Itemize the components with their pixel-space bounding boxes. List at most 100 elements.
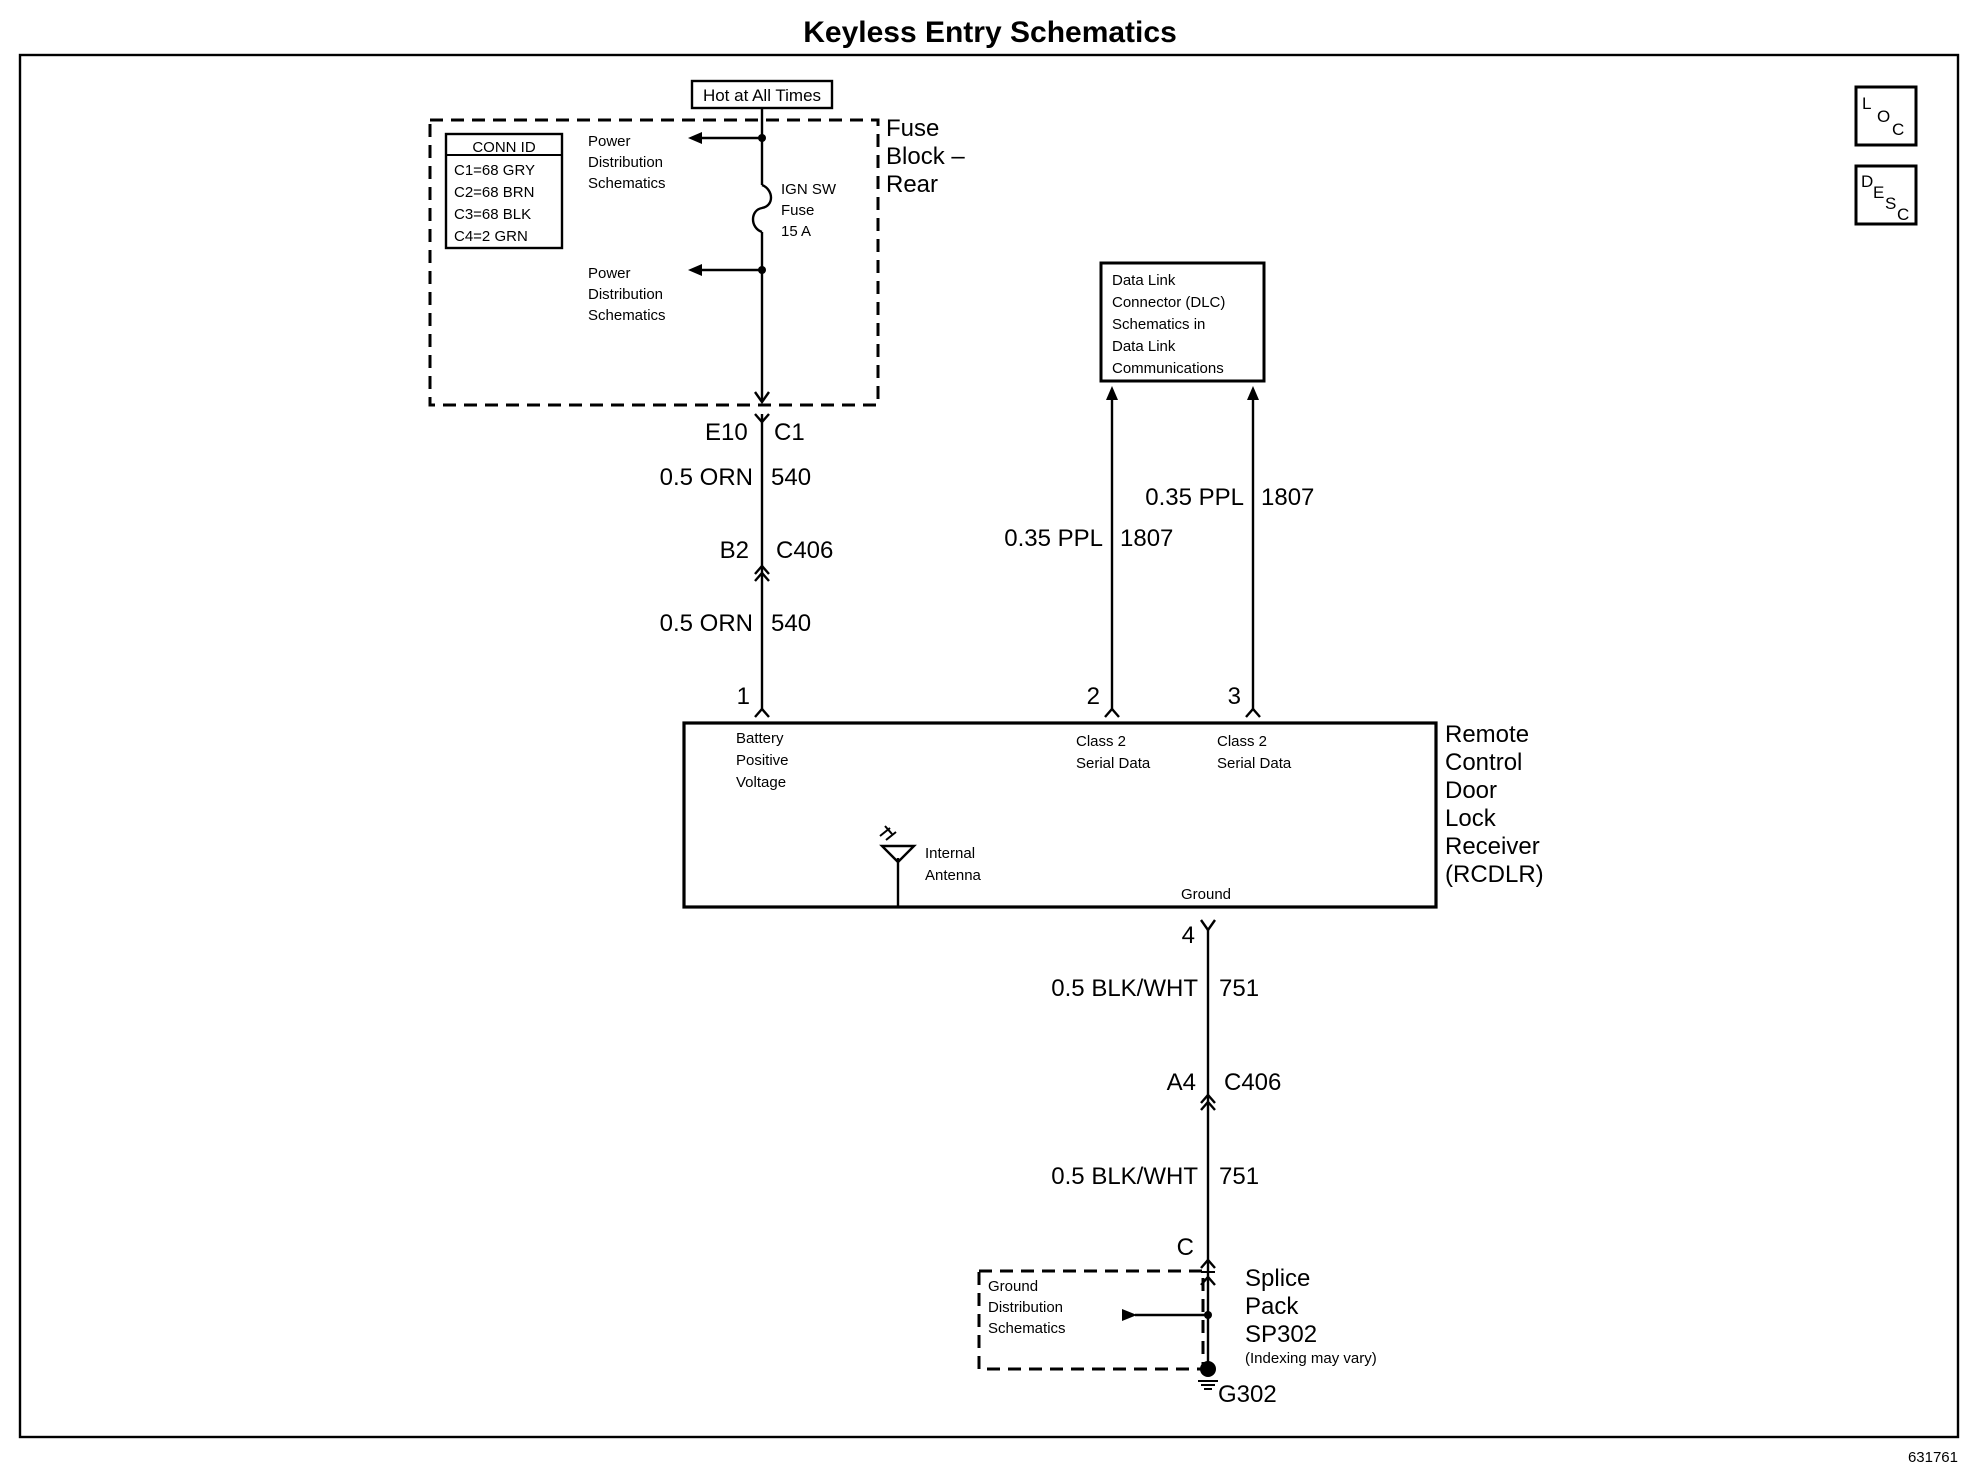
pin-3-number: 3 (1228, 683, 1241, 710)
svg-text:C406: C406 (1224, 1069, 1281, 1096)
svg-text:C1=68 GRY: C1=68 GRY (454, 162, 535, 179)
svg-text:E10: E10 (705, 419, 748, 446)
svg-text:CONN ID: CONN ID (472, 139, 536, 156)
svg-text:Positive: Positive (736, 752, 789, 769)
hot-at-all-times-label: Hot at All Times (690, 79, 834, 110)
svg-text:Communications: Communications (1112, 360, 1224, 377)
svg-text:751: 751 (1219, 975, 1259, 1002)
wire-label-540-lower: 0.5 ORN 540 (660, 610, 811, 637)
svg-text:0.5 ORN: 0.5 ORN (660, 464, 753, 491)
fuse-symbol (751, 183, 773, 234)
pin-3-connector (1245, 707, 1261, 718)
svg-text:Power: Power (588, 133, 631, 150)
svg-text:Schematics: Schematics (588, 307, 666, 324)
loc-icon[interactable]: L O C (1854, 85, 1918, 147)
pin-2-connector (1104, 707, 1120, 718)
power-distribution-ref-2[interactable]: Power Distribution Schematics (588, 265, 666, 324)
pin-4-number: 4 (1182, 922, 1195, 949)
svg-text:Block –: Block – (886, 143, 965, 170)
antenna-icon (879, 825, 917, 907)
dlc-schematics-ref[interactable]: Data Link Connector (DLC) Schematics in … (1099, 261, 1266, 383)
svg-text:C: C (1892, 120, 1904, 139)
ground-symbol-icon (1198, 1361, 1218, 1390)
svg-text:Fuse: Fuse (886, 115, 939, 142)
svg-text:C3=68 BLK: C3=68 BLK (454, 206, 531, 223)
svg-text:Power: Power (588, 265, 631, 282)
svg-text:C: C (1897, 205, 1909, 224)
arrow-to-dlc-a (1106, 386, 1118, 400)
svg-text:Fuse: Fuse (781, 202, 814, 219)
svg-text:D: D (1861, 172, 1873, 191)
svg-text:Lock: Lock (1445, 805, 1497, 832)
svg-text:Control: Control (1445, 749, 1522, 776)
svg-text:O: O (1877, 107, 1890, 126)
svg-text:Schematics: Schematics (588, 175, 666, 192)
svg-text:Schematics: Schematics (988, 1320, 1066, 1337)
svg-text:0.35 PPL: 0.35 PPL (1145, 484, 1244, 511)
svg-text:Serial Data: Serial Data (1217, 755, 1292, 772)
internal-antenna-label: Internal Antenna (925, 845, 982, 884)
svg-text:Class 2: Class 2 (1076, 733, 1126, 750)
wire-label-1807-b: 0.35 PPL 1807 (1145, 484, 1314, 511)
figure-number: 631761 (1908, 1449, 1958, 1466)
svg-text:540: 540 (771, 610, 811, 637)
svg-text:Schematics in: Schematics in (1112, 316, 1205, 333)
svg-text:Door: Door (1445, 777, 1497, 804)
pin-4-connector (1200, 919, 1216, 933)
svg-text:Data Link: Data Link (1112, 338, 1176, 355)
svg-text:Battery: Battery (736, 730, 784, 747)
svg-text:540: 540 (771, 464, 811, 491)
svg-text:Pack: Pack (1245, 1293, 1299, 1320)
rcdlr-name: Remote Control Door Lock Receiver (RCDLR… (1445, 721, 1544, 888)
svg-text:Remote: Remote (1445, 721, 1529, 748)
svg-text:Distribution: Distribution (588, 154, 663, 171)
svg-text:A4: A4 (1167, 1069, 1196, 1096)
svg-text:B2: B2 (720, 537, 749, 564)
power-distribution-ref-1[interactable]: Power Distribution Schematics (588, 133, 666, 192)
arrow-to-dlc-b (1247, 386, 1259, 400)
svg-text:Rear: Rear (886, 171, 938, 198)
pin-1-connector (754, 707, 770, 718)
svg-text:1807: 1807 (1120, 525, 1173, 552)
splice-arrow (1122, 1309, 1212, 1321)
connector-c1: E10 C1 (705, 391, 805, 446)
svg-text:0.5 BLK/WHT: 0.5 BLK/WHT (1051, 975, 1198, 1002)
inline-connector-c406-b2: B2 C406 (720, 537, 833, 582)
svg-text:C406: C406 (776, 537, 833, 564)
wire-label-751-upper: 0.5 BLK/WHT 751 (1051, 975, 1259, 1002)
desc-icon[interactable]: D E S C (1854, 164, 1918, 226)
conn-id-table: CONN ID C1=68 GRY C2=68 BRN C3=68 BLK C4… (444, 132, 564, 250)
ground-distribution-ref[interactable]: Ground Distribution Schematics (988, 1278, 1066, 1337)
svg-text:Voltage: Voltage (736, 774, 786, 791)
svg-text:IGN SW: IGN SW (781, 181, 837, 198)
wire-label-540-upper: 0.5 ORN 540 (660, 464, 811, 491)
ground-label: Ground (1181, 886, 1231, 903)
ground-g302-label: G302 (1218, 1381, 1277, 1408)
svg-text:Hot at All Times: Hot at All Times (703, 86, 821, 105)
pin-2-number: 2 (1087, 683, 1100, 710)
svg-text:C: C (1177, 1234, 1194, 1261)
svg-text:751: 751 (1219, 1163, 1259, 1190)
ign-sw-fuse-label: IGN SW Fuse 15 A (781, 181, 837, 240)
svg-text:Serial Data: Serial Data (1076, 755, 1151, 772)
pin-2-label: Class 2 Serial Data (1076, 733, 1151, 772)
svg-text:Connector (DLC): Connector (DLC) (1112, 294, 1225, 311)
page-title: Keyless Entry Schematics (803, 16, 1177, 49)
splice-pin-c: C (1177, 1234, 1216, 1286)
svg-text:L: L (1862, 94, 1871, 113)
svg-text:Distribution: Distribution (588, 286, 663, 303)
svg-text:15 A: 15 A (781, 223, 811, 240)
fuse-block-boundary (428, 118, 880, 407)
svg-text:Data Link: Data Link (1112, 272, 1176, 289)
wire-label-751-lower: 0.5 BLK/WHT 751 (1051, 1163, 1259, 1190)
pin-1-number: 1 (737, 683, 750, 710)
wire-label-1807-a: 0.35 PPL 1807 (1004, 525, 1173, 552)
svg-text:C2=68 BRN: C2=68 BRN (454, 184, 534, 201)
svg-text:Class 2: Class 2 (1217, 733, 1267, 750)
fuse-block-wiring (688, 108, 766, 402)
pin-1-label: Battery Positive Voltage (736, 730, 789, 791)
rcdlr-module[interactable] (682, 721, 1438, 909)
svg-text:Antenna: Antenna (925, 867, 982, 884)
splice-pack-name: Splice Pack SP302 (Indexing may vary) (1245, 1265, 1377, 1367)
